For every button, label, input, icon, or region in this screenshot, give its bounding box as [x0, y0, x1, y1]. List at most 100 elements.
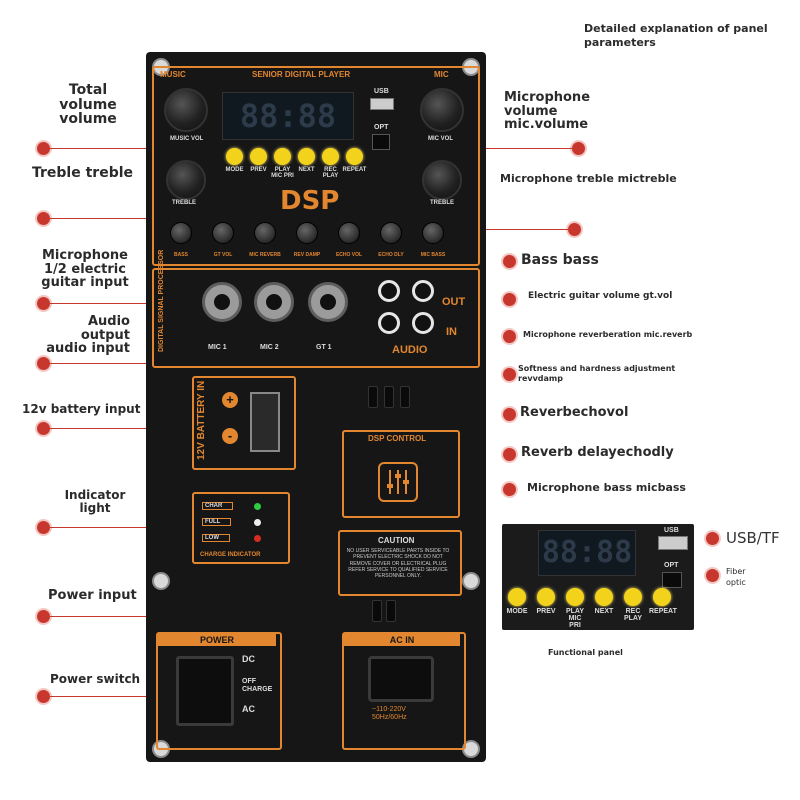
- usb-port[interactable]: [370, 98, 394, 110]
- vent-slot: [372, 600, 382, 622]
- voltage-label: ~110-220V 50Hz/60Hz: [372, 706, 407, 722]
- player-button-label: NEXT: [594, 608, 614, 615]
- player-button-4[interactable]: [624, 588, 642, 606]
- audio-label: AUDIO: [392, 344, 428, 356]
- screw-icon: [152, 572, 170, 590]
- out-right-rca[interactable]: [412, 280, 434, 302]
- input-section: [152, 268, 480, 368]
- player-button-5[interactable]: [346, 148, 363, 165]
- power-switch[interactable]: [176, 656, 234, 726]
- label-functional-panel: Functional panel: [548, 648, 623, 657]
- label-bass: Bass bass: [521, 252, 599, 268]
- mic2-label: MIC 2: [260, 344, 279, 351]
- effect-knob-5[interactable]: [380, 222, 402, 244]
- player-button-label: MODE: [225, 167, 244, 173]
- effect-knob-2[interactable]: [254, 222, 276, 244]
- mic-treble-knob[interactable]: [422, 160, 462, 200]
- caution-box: [338, 530, 462, 596]
- led-display: 88:88: [222, 92, 354, 140]
- marker-dot: [503, 483, 516, 496]
- player-button-label: PLAY MIC PRI: [271, 167, 294, 179]
- vent-slot: [386, 600, 396, 622]
- out-label: OUT: [442, 296, 466, 308]
- marker-dot: [568, 223, 581, 236]
- marker-dot: [706, 532, 719, 545]
- marker-dot: [37, 422, 50, 435]
- treble-label: TREBLE: [172, 200, 196, 206]
- player-button-1[interactable]: [250, 148, 267, 165]
- label-total-volume: Total volume volume: [59, 82, 117, 128]
- mic-vol-label: MIC VOL: [428, 136, 453, 142]
- player-button-label: REC PLAY: [623, 608, 643, 622]
- label-gt-vol: Electric guitar volume gt.vol: [528, 291, 673, 301]
- label-power-input: Power input: [48, 588, 137, 603]
- player-button-3[interactable]: [298, 148, 315, 165]
- player-button-2[interactable]: [274, 148, 291, 165]
- control-section: [152, 66, 480, 266]
- treble-knob[interactable]: [166, 160, 206, 200]
- usb-port-detail[interactable]: [658, 536, 688, 550]
- optical-port[interactable]: [372, 134, 390, 150]
- charge-state-label: CHAR: [202, 502, 234, 510]
- battery-terminal[interactable]: [250, 392, 280, 452]
- ac-socket[interactable]: [368, 656, 434, 702]
- label-power-switch: Power switch: [50, 672, 141, 686]
- guitar-jack[interactable]: [308, 282, 348, 322]
- effect-knob-6[interactable]: [422, 222, 444, 244]
- leader-line: [50, 696, 190, 697]
- battery-section: [192, 376, 296, 470]
- player-button-5[interactable]: [653, 588, 671, 606]
- screw-icon: [462, 572, 480, 590]
- mic1-jack[interactable]: [202, 282, 242, 322]
- ac-in-header: AC IN: [344, 634, 460, 646]
- label-audio-output: Audio output audio input: [46, 314, 130, 357]
- equalizer-icon: [378, 462, 418, 502]
- label-mic-bass: Microphone bass micbass: [527, 481, 686, 494]
- usb-label-detail: USB: [664, 527, 679, 534]
- vent-slot: [384, 386, 394, 408]
- mic2-jack[interactable]: [254, 282, 294, 322]
- mic1-label: MIC 1: [208, 344, 227, 351]
- dc-label: DC: [242, 654, 255, 664]
- player-button-label: REPEAT: [649, 608, 677, 615]
- out-left-rca[interactable]: [378, 280, 400, 302]
- effect-knob-label: ECHO DLY: [378, 252, 404, 258]
- in-right-rca[interactable]: [412, 312, 434, 334]
- optical-port-detail[interactable]: [662, 572, 682, 588]
- amplifier-panel: MUSIC MIC SENIOR DIGITAL PLAYER MUSIC VO…: [146, 52, 486, 762]
- player-button-0[interactable]: [508, 588, 526, 606]
- player-button-2[interactable]: [566, 588, 584, 606]
- player-button-1[interactable]: [537, 588, 555, 606]
- marker-dot: [503, 330, 516, 343]
- effect-knob-1[interactable]: [212, 222, 234, 244]
- indicator-led-icon: [254, 535, 261, 542]
- effect-knob-0[interactable]: [170, 222, 192, 244]
- in-left-rca[interactable]: [378, 312, 400, 334]
- music-volume-knob[interactable]: [164, 88, 208, 132]
- effect-knob-label: GT VOL: [213, 252, 233, 258]
- label-usb-tf: USB/TF: [726, 529, 780, 547]
- mic-volume-knob[interactable]: [420, 88, 464, 132]
- effect-knob-label: REV DAMP: [293, 252, 321, 258]
- charge-indicator-label: CHARGE INDICATOR: [200, 552, 261, 558]
- label-treble: Treble treble: [32, 165, 134, 181]
- label-mic-treble: Microphone treble mictreble: [500, 172, 677, 185]
- vent-slot: [368, 386, 378, 408]
- dsp-side-text: DIGITAL SIGNAL PROCESSOR: [158, 249, 165, 352]
- effect-knob-4[interactable]: [338, 222, 360, 244]
- power-header: POWER: [158, 634, 276, 646]
- dsp-control-box: [342, 430, 460, 518]
- effect-knob-3[interactable]: [296, 222, 318, 244]
- label-rev-damp: Softness and hardness adjustment revvdam…: [518, 364, 676, 384]
- player-button-3[interactable]: [595, 588, 613, 606]
- plus-icon: +: [222, 392, 238, 408]
- in-label: IN: [446, 326, 457, 338]
- marker-dot: [37, 212, 50, 225]
- marker-dot: [37, 357, 50, 370]
- player-button-label: MODE: [506, 608, 528, 615]
- indicator-led-icon: [254, 503, 261, 510]
- player-button-0[interactable]: [226, 148, 243, 165]
- power-section: [156, 632, 282, 750]
- player-button-4[interactable]: [322, 148, 339, 165]
